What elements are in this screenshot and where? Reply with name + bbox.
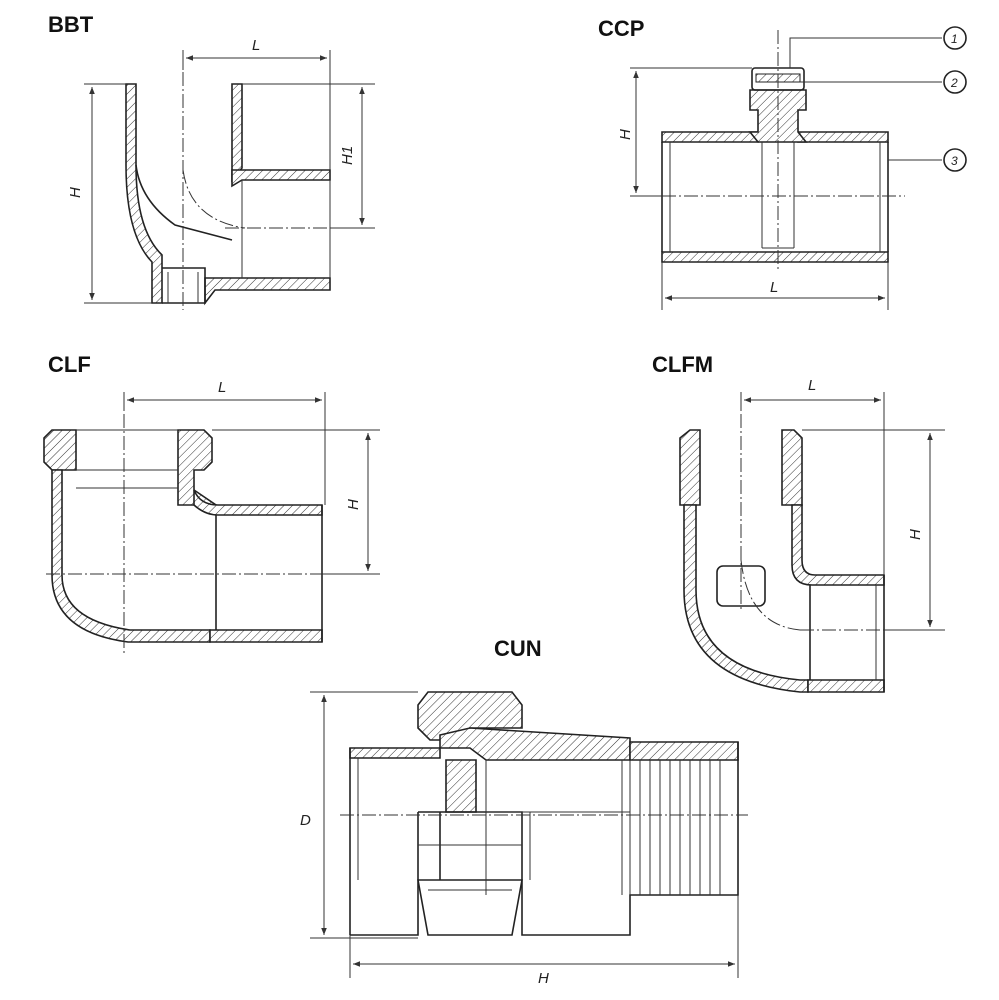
cun-dim-h-label: H <box>538 970 549 987</box>
bbt-wall-right <box>231 83 243 183</box>
clfm-thread-right <box>781 429 803 506</box>
clfm-dim-l-ext <box>740 392 885 575</box>
clfm-wall-branch-bottom <box>807 679 885 693</box>
figure-title-clf: CLF <box>48 352 91 377</box>
ccp-body-inner <box>669 142 881 252</box>
ccp-wall-bottom <box>661 251 889 263</box>
cun-dim-h-ext <box>349 895 739 978</box>
cun-bore <box>357 758 721 895</box>
ccp-dim-l-ext <box>661 262 889 310</box>
cun-nut-top <box>417 691 523 741</box>
clfm-dim-h-label: H <box>907 529 924 540</box>
ccp-callout-1-circle <box>943 26 967 50</box>
ccp-callout-3-circle <box>943 148 967 172</box>
clfm-dim-l-label: L <box>808 377 816 394</box>
ccp-callout-2: 2 <box>950 76 958 90</box>
figure-cun: CUN D H <box>300 636 748 987</box>
clf-dim-h-label: H <box>345 499 362 510</box>
bbt-dim-h-label: H <box>67 187 84 198</box>
bbt-dim-h1-ext <box>242 83 375 229</box>
clfm-wall-left <box>683 504 809 693</box>
figure-clfm: CLFM L H <box>652 352 945 693</box>
cun-wall-top-right <box>629 741 739 761</box>
clfm-window <box>716 565 766 607</box>
figure-bbt: BBT L H H1 <box>48 12 375 310</box>
bbt-wall-top-branch <box>231 169 331 188</box>
clfm-centerline-elbow <box>740 559 801 631</box>
clf-thread-inner <box>76 429 178 489</box>
figure-title-bbt: BBT <box>48 12 94 37</box>
cun-hex-facets <box>418 844 522 891</box>
ccp-bore <box>761 142 795 249</box>
ccp-dim-h-label: H <box>617 129 634 140</box>
ccp-dim-l-label: L <box>770 279 778 296</box>
clfm-thread-left <box>679 429 701 506</box>
bbt-dim-l-ext <box>182 50 331 170</box>
bbt-wall-left <box>125 83 163 304</box>
cun-wall-top-center <box>439 727 631 761</box>
clf-dim-l-label: L <box>218 379 226 396</box>
cun-thread-lines <box>639 760 711 895</box>
cun-seat <box>445 759 477 813</box>
ccp-cap <box>751 67 805 91</box>
figure-title-clfm: CLFM <box>652 352 713 377</box>
bbt-dim-l-label: L <box>252 37 260 54</box>
ccp-wall-top-right <box>797 131 889 143</box>
ccp-callout-2-circle <box>943 70 967 94</box>
ccp-leader-1 <box>789 37 942 68</box>
clf-dim-l-ext <box>123 392 326 505</box>
clf-boss-right <box>177 429 219 506</box>
clfm-wall-inner <box>791 504 885 586</box>
figure-clf: CLF L H <box>43 352 380 655</box>
clfm-dim-h-ext <box>802 429 945 631</box>
clf-dim-h-ext <box>212 429 380 575</box>
cun-wall-top-left <box>349 747 441 759</box>
bbt-port-bore <box>167 272 199 303</box>
cun-dim-d-label: D <box>300 812 311 829</box>
bbt-dim-h-ext <box>84 83 152 304</box>
ccp-boss <box>748 89 808 143</box>
ccp-callout-3: 3 <box>951 154 958 168</box>
figure-ccp: CCP H L 1 2 3 <box>598 16 967 310</box>
bbt-wall-bottom-branch <box>204 277 331 306</box>
clf-wall-branch-bottom <box>209 629 323 643</box>
bbt-elbow-inner <box>135 164 233 241</box>
figure-title-ccp: CCP <box>598 16 644 41</box>
cun-hex-lower <box>417 811 523 936</box>
ccp-dim-h-ext <box>630 67 752 197</box>
cun-dim-d-ext <box>310 691 418 939</box>
ccp-callout-1: 1 <box>951 32 958 46</box>
figure-title-cun: CUN <box>494 636 542 661</box>
ccp-body-ends <box>661 142 889 252</box>
bbt-branch-bore <box>241 180 331 278</box>
clf-boss-left <box>43 429 77 471</box>
bbt-centerline-elbow <box>182 169 246 229</box>
clfm-branch-end <box>809 575 885 692</box>
ccp-wall-top <box>661 131 759 143</box>
bbt-dim-h1-label: H1 <box>339 146 356 165</box>
